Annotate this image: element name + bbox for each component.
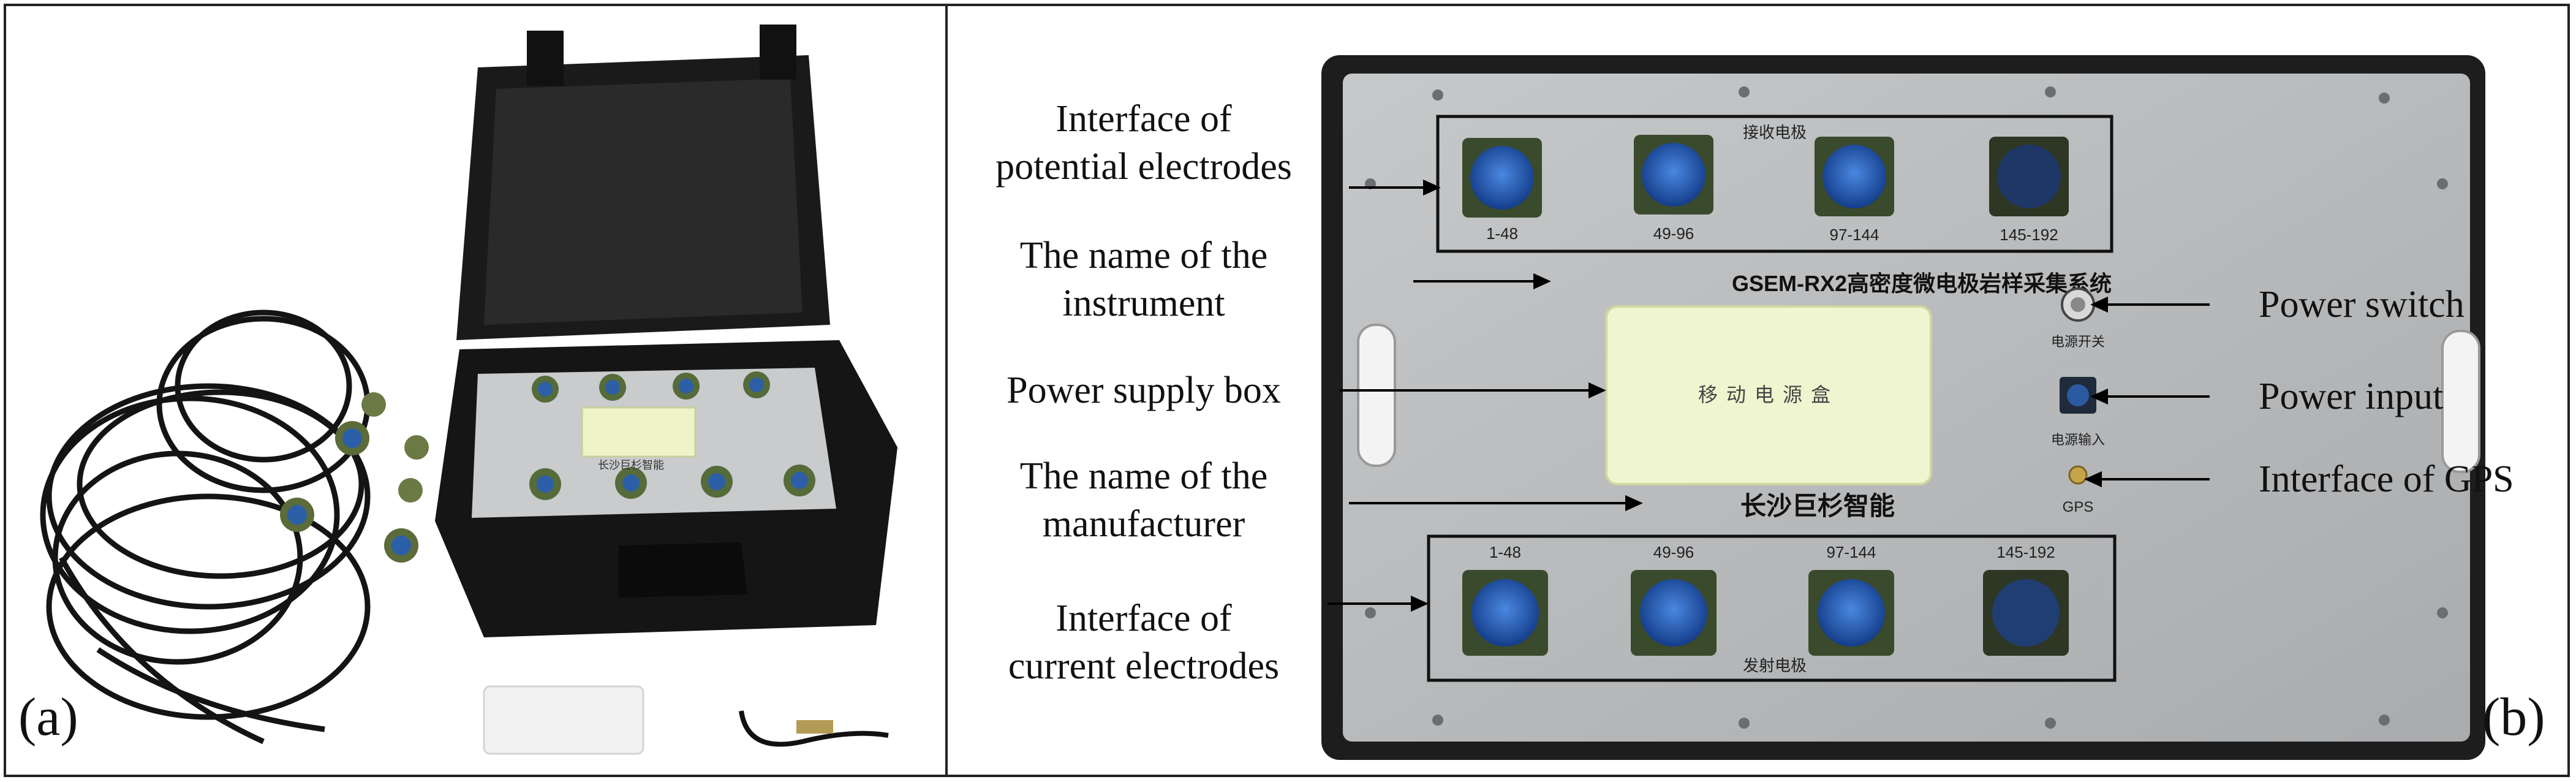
bottom-range-2: 49-96 [1653, 543, 1694, 561]
case-handle [619, 542, 747, 598]
panel-b: 接收电极 1-48 49-96 97-144 145-192 GSEM-RX2高… [948, 6, 2567, 775]
transmit-electrode-text: 发射电极 [1743, 656, 1807, 675]
bottom-range-3: 97-144 [1827, 543, 1876, 561]
bottom-range-1: 1-48 [1489, 543, 1521, 561]
annotation-power-switch: Power switch [2259, 284, 2465, 325]
device-label: 长沙巨杉智能 [598, 459, 664, 471]
annotation-gps: Interface of GPS [2259, 458, 2514, 500]
power-box-text: 移动电源盒 [1698, 384, 1839, 406]
annotation-arrows [1328, 179, 2210, 612]
figure-frame [4, 4, 2570, 777]
power-bank [483, 685, 644, 755]
annotation-power-supply-box: Power supply box [1007, 370, 1281, 411]
receive-electrode-text: 接收电极 [1743, 123, 1807, 142]
annotation-power-input: Power input [2259, 376, 2444, 417]
annotation-manufacturer: The name of the manufacturer [951, 452, 1337, 548]
power-switch-text: 电源开关 [2051, 334, 2105, 349]
annotation-instrument-name: The name of the instrument [951, 232, 1337, 327]
annotation-potential-electrodes: Interface of potential electrodes [951, 95, 1337, 191]
power-supply-box [1605, 305, 1932, 485]
handle-left [1357, 324, 1396, 467]
annotation-current-electrodes: Interface of current electrodes [951, 594, 1337, 690]
handle-right [2441, 330, 2480, 473]
annotation-manufacturer-line1: The name of the [1019, 455, 1268, 497]
gps-text: GPS [2063, 499, 2094, 515]
potential-interface-box [1436, 115, 2113, 253]
panel-a: 长沙巨杉智能 (a) [6, 6, 945, 775]
panel-a-letter: (a) [18, 688, 78, 747]
annotation-manufacturer-line2: manufacturer [1042, 503, 1245, 545]
panel-divider [945, 4, 948, 777]
bottom-connector-3 [1808, 570, 1894, 656]
lid-latch-right [760, 25, 796, 80]
top-range-1: 1-48 [1486, 224, 1518, 243]
bottom-connector-4 [1983, 570, 2069, 656]
current-interface-box [1427, 534, 2117, 682]
annotation-instrument-line1: The name of the [1019, 235, 1268, 276]
manufacturer-name-text: 长沙巨杉智能 [1740, 492, 1895, 520]
annotation-current-line2: current electrodes [1008, 645, 1280, 687]
top-range-2: 49-96 [1653, 224, 1694, 243]
annotation-instrument-line2: instrument [1062, 283, 1225, 324]
power-input-text: 电源输入 [2051, 432, 2105, 447]
instrument-panel-photo: 接收电极 1-48 49-96 97-144 145-192 GSEM-RX2高… [1321, 55, 2485, 760]
annotation-potential-line2: potential electrodes [995, 146, 1292, 188]
annotation-current-line1: Interface of [1056, 598, 1232, 639]
top-connector-1 [1462, 138, 1542, 218]
instrument-name-text: GSEM-RX2高密度微电极岩样采集系统 [1732, 271, 2112, 296]
top-connector-4 [1989, 137, 2069, 216]
gps-port [2068, 465, 2088, 485]
cable-bundle [40, 309, 371, 745]
bottom-range-4: 145-192 [1996, 543, 2055, 561]
annotation-potential-line1: Interface of [1056, 98, 1232, 140]
top-connector-2 [1634, 135, 1713, 214]
top-range-3: 97-144 [1830, 226, 1879, 244]
lid-latch-left [527, 31, 564, 86]
gps-cable [739, 710, 889, 747]
instrument-case-photo: 长沙巨杉智能 [40, 25, 897, 755]
bottom-connector-2 [1631, 570, 1717, 656]
top-connector-3 [1815, 137, 1894, 216]
top-range-4: 145-192 [2000, 226, 2058, 244]
bottom-connector-1 [1462, 570, 1548, 656]
panel-b-letter: (b) [2482, 688, 2545, 747]
power-box [581, 406, 697, 458]
